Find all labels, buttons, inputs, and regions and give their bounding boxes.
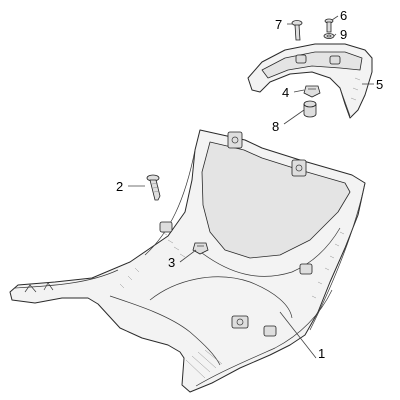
screw-part-6 [324, 18, 334, 33]
screw-part-7 [291, 20, 303, 41]
callout-8: 8 [272, 119, 279, 134]
callout-5: 5 [376, 77, 383, 92]
bush-part-8 [303, 100, 317, 118]
leader-line-3 [179, 249, 197, 263]
callout-4: 4 [282, 85, 289, 100]
leader-line-1 [279, 311, 317, 359]
callout-2: 2 [116, 179, 123, 194]
callout-9: 9 [340, 27, 347, 42]
clip-part-4 [303, 85, 321, 98]
leader-line-6 [331, 15, 339, 21]
callout-3: 3 [168, 255, 175, 270]
callout-6: 6 [340, 8, 347, 23]
leader-line-4 [293, 89, 305, 93]
washer-part-9 [323, 33, 335, 39]
leader-line-9 [333, 33, 337, 37]
callout-1: 1 [318, 346, 325, 361]
main-body-panel [9, 129, 366, 393]
callout-labels: 1 2 3 4 5 6 7 8 9 [116, 8, 383, 361]
leader-lines [128, 15, 374, 359]
callout-7: 7 [275, 17, 282, 32]
screw-part-2 [146, 174, 161, 201]
rear-bridge-panel [247, 43, 373, 119]
clip-part-3 [192, 242, 209, 255]
leader-line-8 [283, 109, 305, 125]
